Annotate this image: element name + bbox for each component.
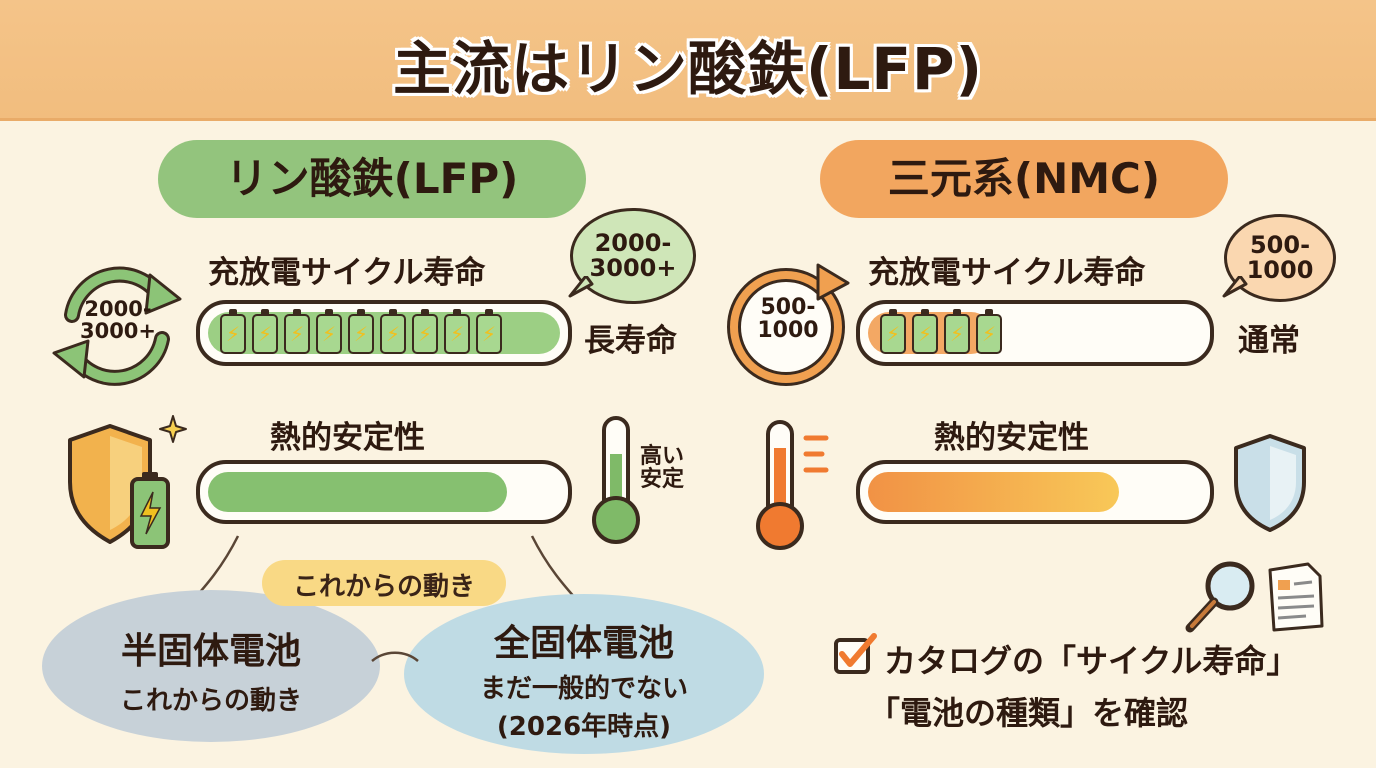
thermometer-icon [592, 416, 640, 544]
cycle-arrows-icon [52, 266, 182, 386]
battery-cell-icon: ⚡ [880, 309, 906, 354]
nmc-thermal-bar [856, 460, 1214, 524]
semi-solid-title: 半固体電池 [120, 631, 301, 672]
checklist-line1: カタログの「サイクル寿命」 [884, 642, 1299, 680]
title-banner [0, 0, 1376, 121]
all-solid-sub2: (2026年時点) [496, 712, 672, 742]
battery-cell-icon: ⚡ [444, 309, 470, 354]
magnifier-icon [1185, 561, 1255, 633]
nmc-cycle-title: 充放電サイクル寿命 [868, 255, 1146, 291]
battery-cell-icon: ⚡ [976, 309, 1002, 354]
nmc-cycle-icon-text: 500- 1000 [757, 295, 819, 344]
lfp-thermal-side-label: 高い 安定 [640, 444, 685, 493]
nmc-label-pill: 三元系(NMC) [820, 140, 1228, 218]
lfp-thermal-title: 熱的安定性 [270, 420, 425, 456]
battery-cell-icon: ⚡ [412, 309, 438, 354]
checkbox-icon [834, 633, 877, 674]
nmc-cycle-side-label: 通常 [1238, 323, 1300, 359]
lfp-cycle-side-label: 長寿命 [584, 323, 677, 359]
lfp-battery-cells: ⚡⚡⚡⚡⚡⚡⚡⚡⚡ [220, 309, 502, 354]
lfp-label-pill: リン酸鉄(LFP) [158, 140, 586, 218]
battery-cell-icon: ⚡ [252, 309, 278, 354]
all-solid-title: 全固体電池 [493, 623, 674, 664]
thermometer-icon-nmc [756, 420, 829, 550]
semi-solid-cloud [42, 590, 380, 742]
nmc-cycle-bubble: 500- 1000 [1224, 214, 1336, 302]
battery-cell-icon: ⚡ [476, 309, 502, 354]
battery-icon [130, 472, 170, 549]
bubble-tail-nmc [1222, 276, 1248, 298]
checklist-line2: 「電池の種類」を確認 [868, 694, 1189, 732]
page-title: 主流はリン酸鉄(LFP) [392, 35, 984, 103]
nmc-thermal-fill [868, 472, 1119, 512]
cycle-arrows-icon-nmc [727, 263, 850, 386]
sparkle-icon [159, 415, 187, 443]
all-solid-sub1: まだ一般的でない [479, 674, 688, 704]
lfp-thermal-fill [208, 472, 507, 512]
lightning-icon [139, 491, 162, 535]
bubble-tail [568, 276, 594, 298]
battery-cell-icon: ⚡ [316, 309, 342, 354]
lfp-cycle-bar: ⚡⚡⚡⚡⚡⚡⚡⚡⚡ [196, 300, 572, 366]
battery-cell-icon: ⚡ [220, 309, 246, 354]
nmc-thermal-title: 熱的安定性 [934, 420, 1089, 456]
lfp-cycle-bubble: 2000- 3000+ [570, 208, 696, 304]
nmc-cycle-bar: ⚡⚡⚡⚡ [856, 300, 1214, 366]
battery-cell-icon: ⚡ [912, 309, 938, 354]
future-header-pill [262, 560, 506, 606]
shield-icon-nmc [1234, 434, 1306, 532]
document-icon [1268, 562, 1324, 632]
lfp-cycle-title: 充放電サイクル寿命 [208, 255, 486, 291]
battery-cell-icon: ⚡ [380, 309, 406, 354]
battery-cell-icon: ⚡ [944, 309, 970, 354]
cloud-link [371, 651, 419, 662]
semi-solid-sub: これからの動き [119, 686, 302, 716]
battery-cell-icon: ⚡ [348, 309, 374, 354]
nmc-battery-cells: ⚡⚡⚡⚡ [880, 309, 1002, 354]
battery-cell-icon: ⚡ [284, 309, 310, 354]
future-header: これからの動き [292, 572, 475, 602]
lfp-cycle-icon-text: 2000- 3000+ [79, 297, 157, 344]
all-solid-cloud [404, 594, 764, 754]
lfp-thermal-bar [196, 460, 572, 524]
